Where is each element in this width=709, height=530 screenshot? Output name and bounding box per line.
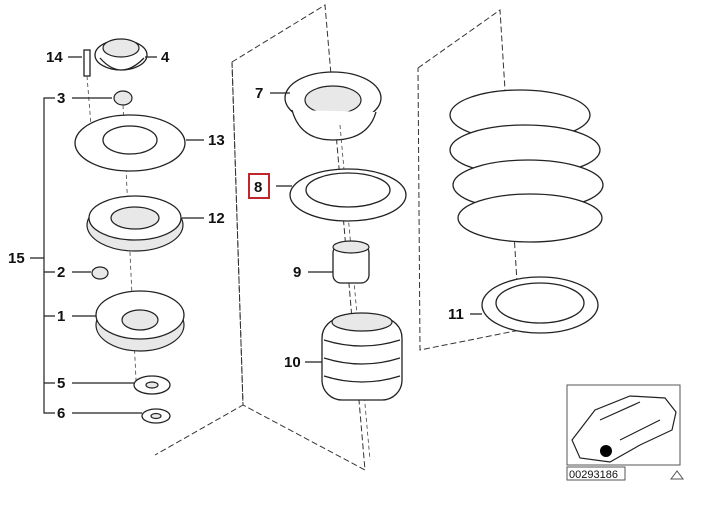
- vehicle-inset: [566, 384, 681, 466]
- label-12[interactable]: 12: [208, 210, 225, 227]
- part-11-spring-pad: [481, 276, 599, 334]
- part-2-nut: [91, 266, 109, 280]
- label-14[interactable]: 14: [46, 49, 63, 66]
- part-13-plate: [74, 114, 186, 172]
- part-12-mount: [86, 195, 184, 252]
- label-4[interactable]: 4: [161, 49, 170, 66]
- part-5-washer: [133, 375, 171, 395]
- label-15[interactable]: 15: [8, 250, 25, 267]
- part-coil-spring: [449, 89, 604, 243]
- leader-lines: [68, 56, 482, 414]
- label-1[interactable]: 1: [57, 308, 65, 325]
- part-6-washer: [141, 408, 171, 424]
- part-4-cap: [94, 38, 148, 71]
- inset-id-box: [566, 466, 626, 481]
- location-dot-icon: [600, 445, 612, 457]
- part-7-spring-seat: [284, 71, 382, 141]
- part-10-dust-boot: [321, 312, 403, 401]
- highlight-box: [248, 173, 270, 199]
- label-6[interactable]: 6: [57, 405, 65, 422]
- group-frame-left: [154, 61, 244, 456]
- label-11[interactable]: 11: [448, 306, 464, 323]
- inset-id: 00293186: [569, 469, 618, 481]
- label-13[interactable]: 13: [208, 132, 225, 149]
- label-3[interactable]: 3: [57, 90, 65, 107]
- label-9[interactable]: 9: [293, 264, 301, 281]
- group-frame-spring: [417, 9, 521, 351]
- part-1-support: [95, 290, 185, 352]
- label-7[interactable]: 7: [255, 85, 263, 102]
- label-8[interactable]: 8: [254, 179, 262, 196]
- label-2[interactable]: 2: [57, 264, 65, 281]
- part-9-bump-stop: [332, 240, 370, 284]
- part-14-bolt: [83, 49, 94, 151]
- triangle-icon: [670, 470, 684, 480]
- part-8-spring-pad: [289, 168, 407, 222]
- label-5[interactable]: 5: [57, 375, 65, 392]
- label-10[interactable]: 10: [284, 354, 301, 371]
- bracket-15: [30, 97, 55, 414]
- car-outline: [571, 395, 677, 463]
